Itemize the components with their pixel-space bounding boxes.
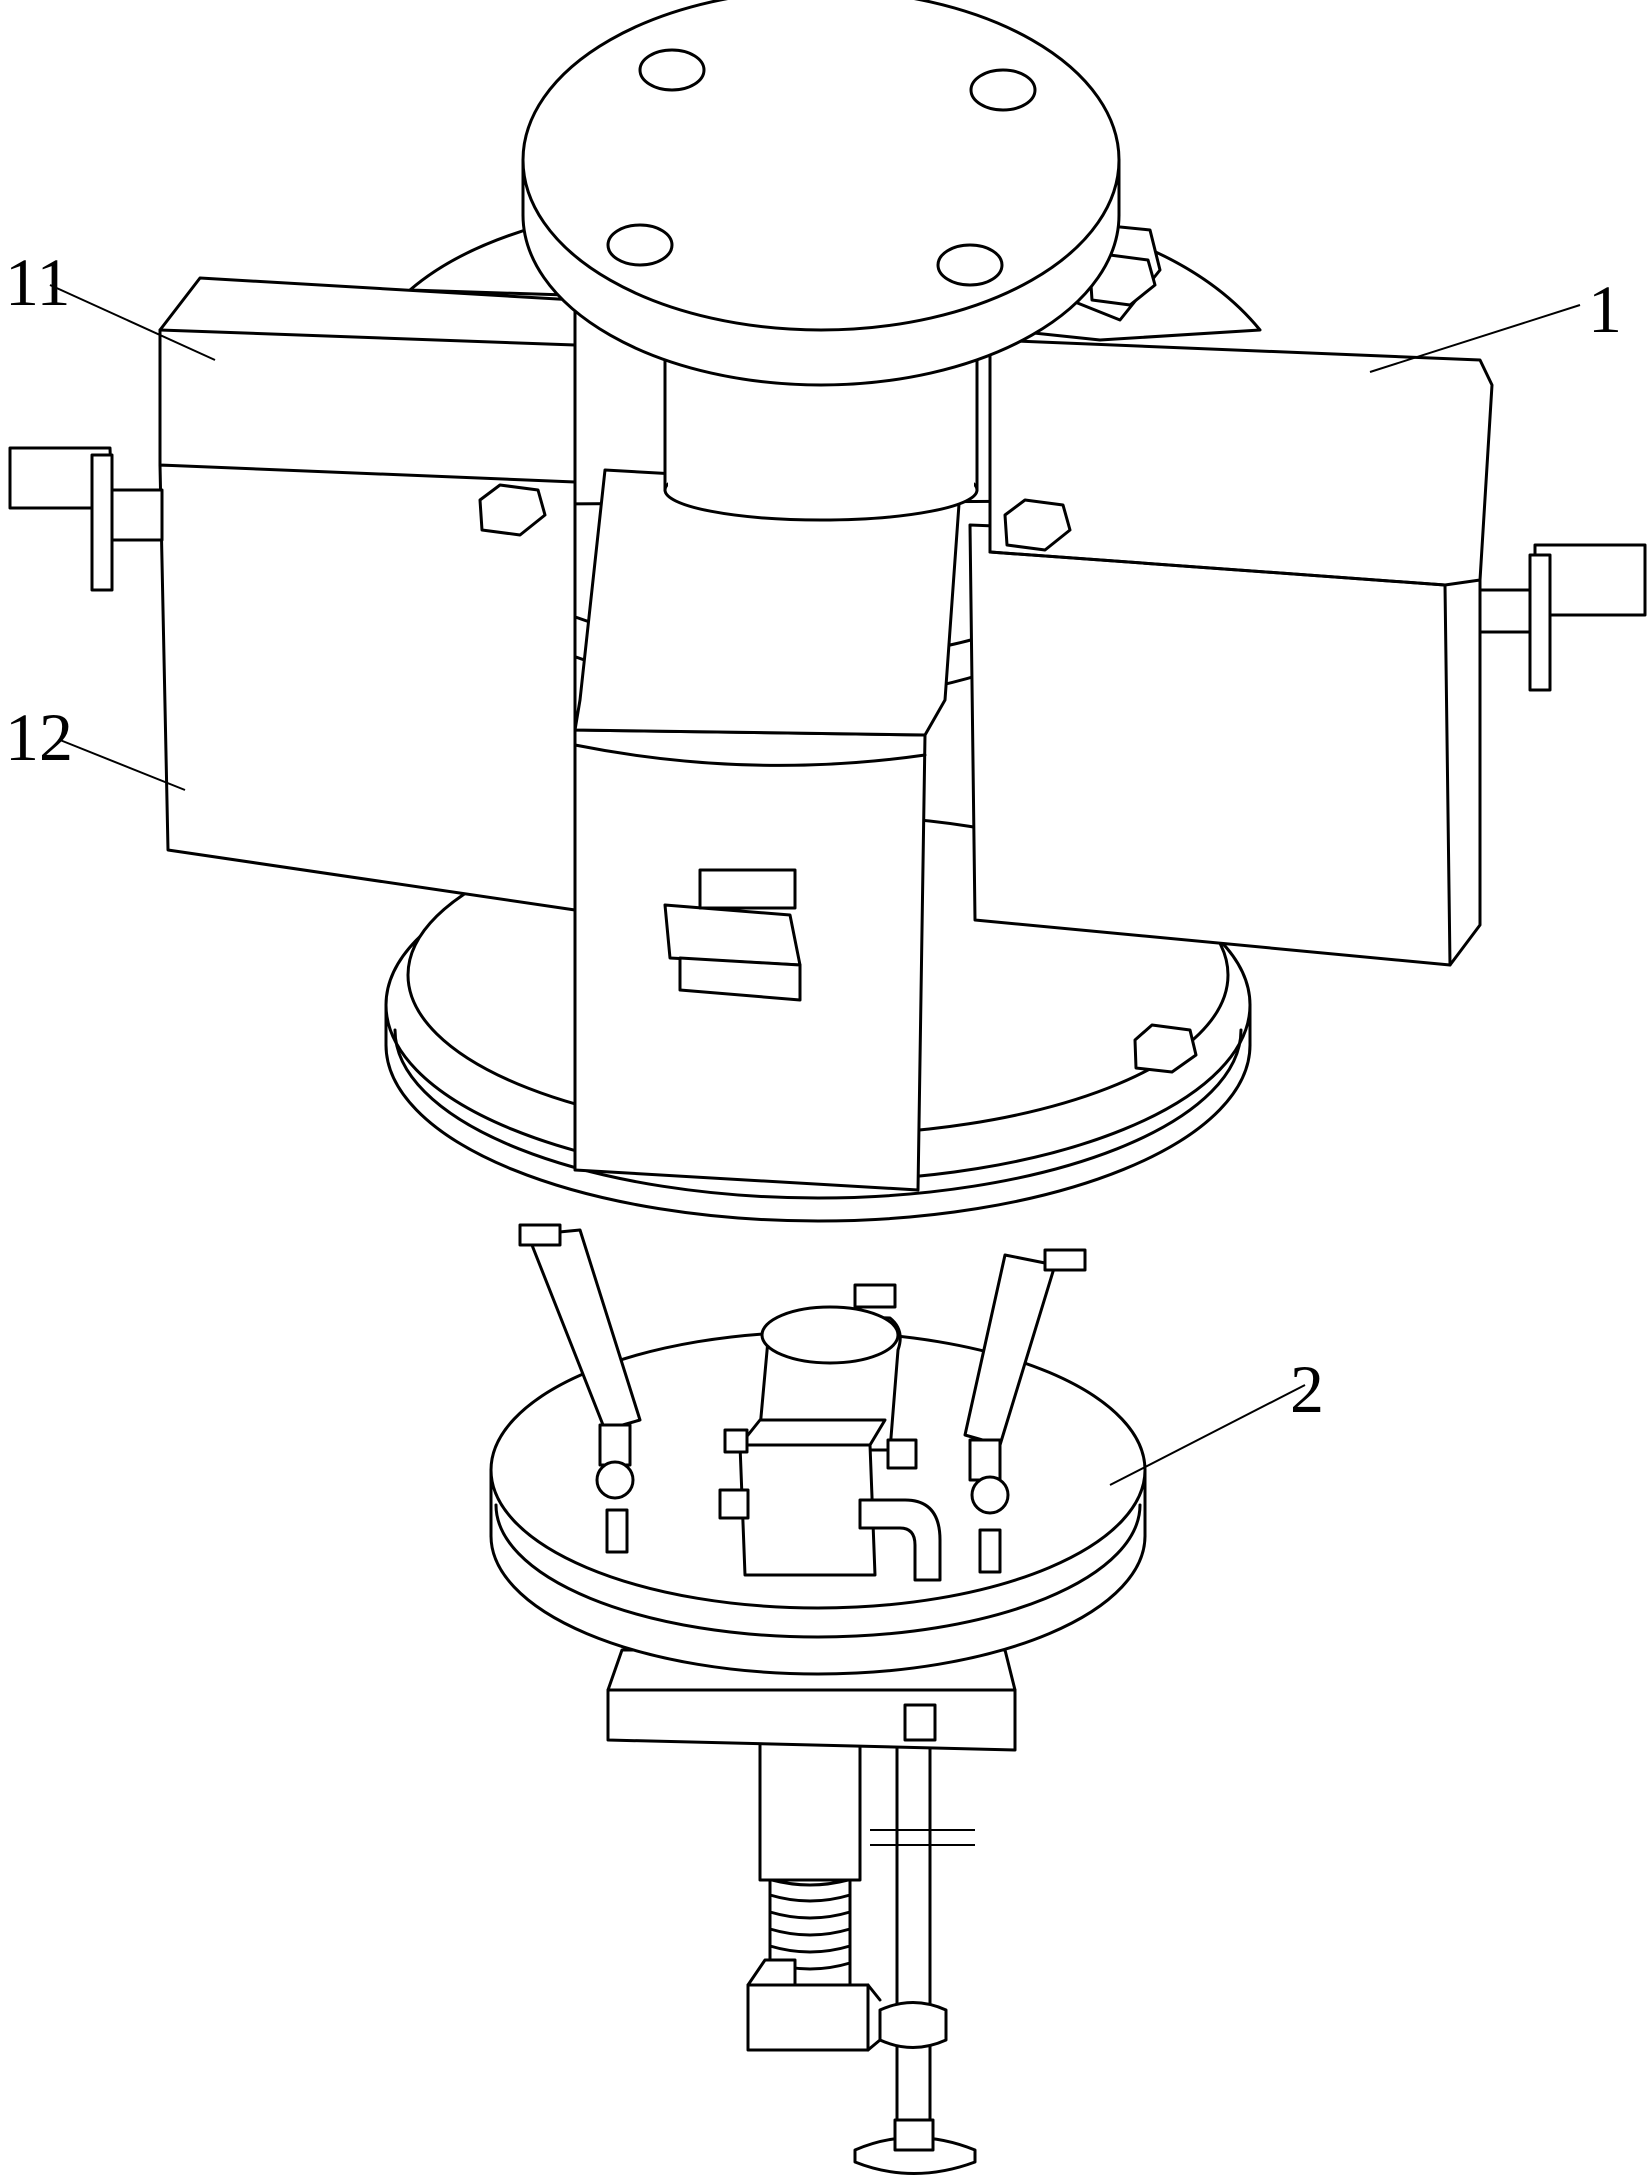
guide-rod [853,1738,977,2175]
actuator-legs [518,1223,1087,1574]
middle-bolts [478,483,1072,552]
top-flange [521,0,1121,522]
lead-screw [758,1738,862,1987]
label-1: 1 [1588,271,1622,347]
lower-mechanism [489,1223,1147,2175]
housing [8,276,1647,1192]
label-11: 11 [5,244,70,320]
label-2: 2 [1290,1351,1324,1427]
right-bracket [1478,543,1647,692]
leader-lines [49,284,1581,1486]
left-bracket [8,446,164,592]
latch [663,868,802,1002]
label-12: 12 [5,699,73,775]
motor [718,1305,942,1582]
screw-nut-block [746,1958,882,2052]
